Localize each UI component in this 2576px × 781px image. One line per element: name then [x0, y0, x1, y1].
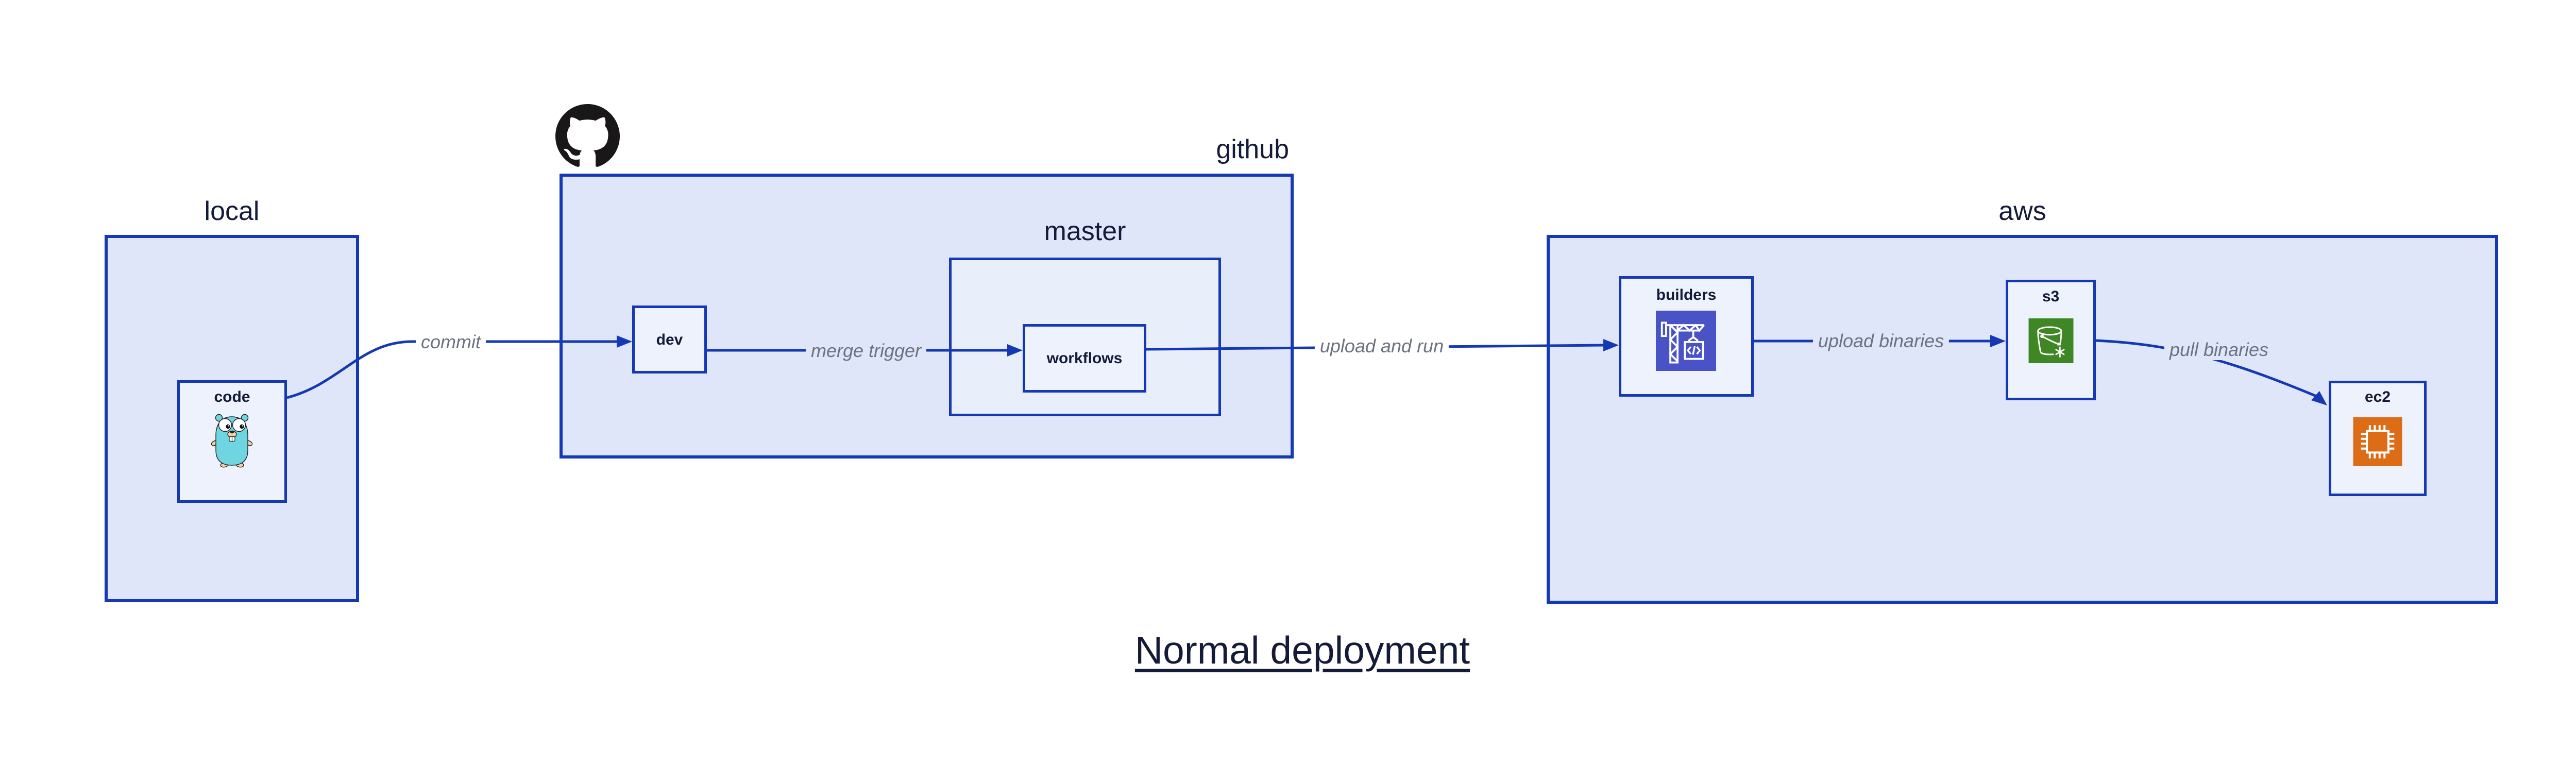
- edge-commit-line: [286, 340, 618, 399]
- node-ec2-label: ec2: [2364, 388, 2391, 405]
- node-workflows-label: workflows: [1046, 350, 1123, 367]
- aws-codebuild-icon: [1655, 311, 1717, 371]
- node-workflows: [1023, 324, 1146, 393]
- node-code-label: code: [214, 388, 250, 405]
- edge-commit-label: commit: [416, 332, 486, 352]
- diagram-title: Normal deployment: [1134, 629, 1470, 672]
- arrowhead-ec2: [2311, 391, 2327, 405]
- group-local-label: local: [204, 196, 260, 226]
- group-aws-label: aws: [1998, 196, 2046, 226]
- node-builders-label: builders: [1656, 286, 1717, 303]
- aws-ec2-chip-icon: [2353, 417, 2402, 466]
- arrowhead-s3: [1990, 335, 2006, 347]
- node-dev-label: dev: [656, 331, 683, 348]
- edge-upload-and-run-label: upload and run: [1314, 336, 1449, 356]
- edge-pull-binaries-label: pull binaries: [2164, 339, 2274, 360]
- node-dev: [632, 305, 707, 373]
- group-github-label: github: [1216, 134, 1289, 164]
- node-s3-label: s3: [2042, 288, 2060, 305]
- aws-s3-bucket-icon: [2028, 318, 2074, 363]
- arrowhead-workflows: [1007, 344, 1023, 356]
- arrowhead-dev: [617, 335, 632, 348]
- group-master-label: master: [1044, 216, 1126, 246]
- node-builders: [1619, 276, 1754, 397]
- github-logo-icon: [555, 104, 620, 168]
- edge-upload-binaries-label: upload binaries: [1812, 331, 1950, 351]
- arrowhead-builders: [1603, 339, 1619, 351]
- go-gopher-icon: [211, 411, 253, 468]
- edge-merge-trigger-label: merge trigger: [805, 341, 927, 361]
